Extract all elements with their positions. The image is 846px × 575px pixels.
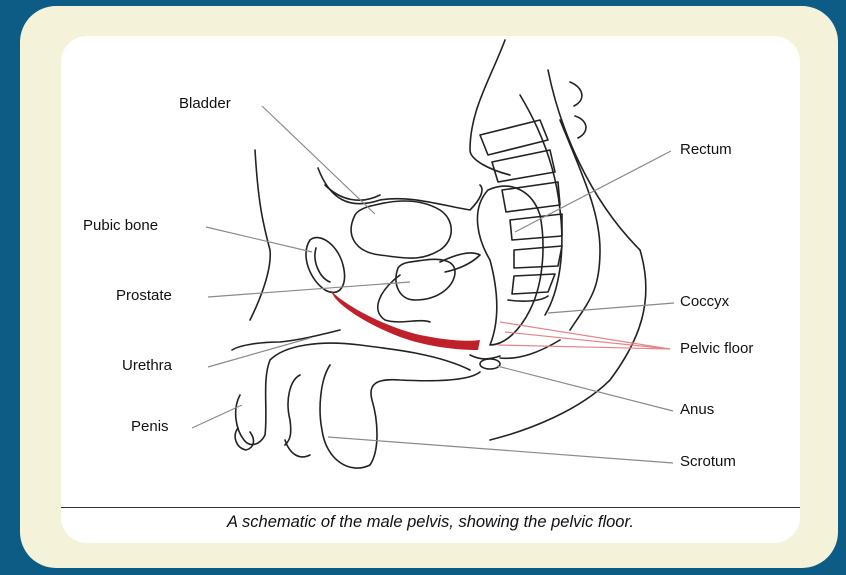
vertebra-5: [514, 246, 562, 268]
pubic-bone-inner: [315, 248, 330, 282]
caption-divider: [61, 507, 800, 508]
label-pubic-bone: Pubic bone: [83, 217, 158, 234]
scrotum-outline: [320, 365, 480, 468]
pubic-bone: [306, 238, 345, 293]
anus-ring: [480, 359, 500, 369]
leader-anus: [497, 366, 673, 411]
leader-pelvic-floor-3: [498, 345, 670, 349]
label-bladder: Bladder: [179, 95, 231, 112]
pelvic-floor-muscle: [330, 290, 480, 350]
buttock: [500, 340, 560, 358]
vertebra-1: [480, 120, 548, 155]
coccyx-tip: [508, 296, 548, 301]
penis-outline: [236, 343, 470, 444]
vertebra-4: [510, 214, 562, 240]
vertebra-6: [512, 274, 555, 294]
vertebra-2: [492, 150, 555, 182]
abdominal-wall: [250, 150, 270, 320]
label-coccyx: Coccyx: [680, 293, 729, 310]
pelvic-floor-fill: [330, 290, 480, 350]
leader-scrotum: [328, 437, 673, 463]
leader-pelvic-floor-1: [500, 322, 670, 349]
peritoneum: [318, 168, 482, 210]
label-penis: Penis: [131, 418, 169, 435]
leader-pubic-bone: [206, 227, 312, 252]
inner-thigh: [285, 440, 310, 457]
glans: [235, 428, 253, 450]
leader-penis: [192, 405, 242, 428]
leader-rectum: [515, 151, 671, 232]
seminal-vesicle: [440, 253, 480, 272]
penis-underside: [285, 375, 300, 445]
sacrum-inner: [560, 120, 600, 330]
sacral-notch-1: [570, 82, 582, 106]
sacral-notch-2: [575, 116, 586, 138]
figure-caption: A schematic of the male pelvis, showing …: [61, 513, 800, 532]
label-urethra: Urethra: [122, 357, 172, 374]
leader-pelvic-floor-2: [505, 332, 670, 349]
label-pelvic-floor: Pelvic floor: [680, 340, 753, 357]
label-prostate: Prostate: [116, 287, 172, 304]
leader-coccyx: [548, 303, 674, 313]
rectum-outline: [477, 186, 543, 345]
front-wall: [232, 330, 340, 350]
label-anus: Anus: [680, 401, 714, 418]
leader-bladder: [262, 106, 375, 214]
prostate-outline: [396, 259, 455, 300]
bladder-outline: [351, 201, 451, 258]
label-rectum: Rectum: [680, 141, 732, 158]
leader-prostate: [208, 282, 410, 297]
perineum: [470, 355, 500, 359]
label-scrotum: Scrotum: [680, 453, 736, 470]
